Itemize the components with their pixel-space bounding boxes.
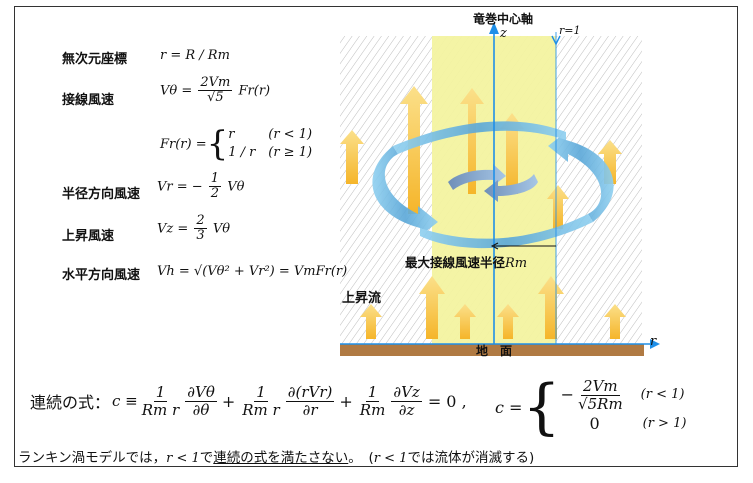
- updraft-arrow: [547, 185, 569, 229]
- tangential-velocity-eq: Vθ = 2Vm√5 Fr(r): [160, 75, 271, 106]
- horizontal-velocity-label: 水平方向風速: [62, 268, 141, 283]
- nondim-coordinate-eq: r = R / Rm: [160, 48, 230, 63]
- inner-arrow-right: [484, 174, 538, 202]
- updraft-arrow: [500, 113, 524, 194]
- r-axis-label: r: [650, 334, 657, 349]
- swirl-band-top: [393, 121, 566, 154]
- updraft-arrow: [419, 276, 445, 339]
- updraft-arrow: [460, 88, 484, 194]
- tornado-diagram: [340, 22, 660, 356]
- center-axis-title: 竜巻中心軸: [473, 12, 534, 26]
- radial-velocity-label: 半径方向風速: [62, 187, 141, 202]
- r-equals-1-label: r=1: [559, 24, 581, 37]
- center-axis-arrowhead: [489, 22, 499, 34]
- updraft-arrow: [360, 304, 382, 339]
- z-axis-label: z: [500, 26, 507, 41]
- r-equals-1-marker: [551, 35, 561, 46]
- swirl-band-bottom: [420, 214, 593, 249]
- updraft-velocity-label: 上昇風速: [62, 229, 115, 244]
- updraft-arrow: [497, 304, 519, 339]
- updraft-arrow: [538, 276, 564, 339]
- updraft-arrow: [604, 304, 626, 339]
- inner-swirl: [448, 164, 538, 202]
- max-radius-label: 最大接線風速半径Rm: [405, 255, 528, 271]
- swirl-arrow-left: [372, 146, 438, 236]
- fr-piecewise-eq: Fr(r) = { r(r < 1) 1 / r(r ≥ 1): [160, 124, 313, 164]
- max-radius-arrowhead: [490, 242, 499, 250]
- updraft-arrow: [454, 304, 476, 339]
- inner-arrow-left: [448, 164, 506, 190]
- ground-label: 地 面: [476, 344, 513, 358]
- footer-note: ランキン渦モデルでは，r < 1で連続の式を満たさない。 (r < 1では流体が…: [18, 450, 535, 466]
- updraft-flow-label: 上昇流: [342, 291, 382, 306]
- nondim-coordinate-label: 無次元座標: [62, 52, 128, 67]
- outer-swirl: [372, 121, 614, 249]
- c-piecewise-result: c = { − 2Vm√5Rm (r < 1) 0 (r > 1): [495, 372, 687, 442]
- tangential-velocity-label: 接線風速: [62, 93, 115, 108]
- swirl-arrow-right: [548, 132, 614, 222]
- r-axis-arrowhead: [650, 339, 660, 349]
- horizontal-velocity-eq: Vh = √(Vθ² + Vr²) = VmFr(r): [157, 264, 348, 279]
- updraft-arrow: [340, 130, 364, 184]
- figure-frame: [14, 6, 738, 467]
- underlined-note: 連続の式を満たさない: [213, 450, 349, 466]
- ground-strip: [340, 344, 644, 356]
- updraft-arrow: [400, 86, 428, 214]
